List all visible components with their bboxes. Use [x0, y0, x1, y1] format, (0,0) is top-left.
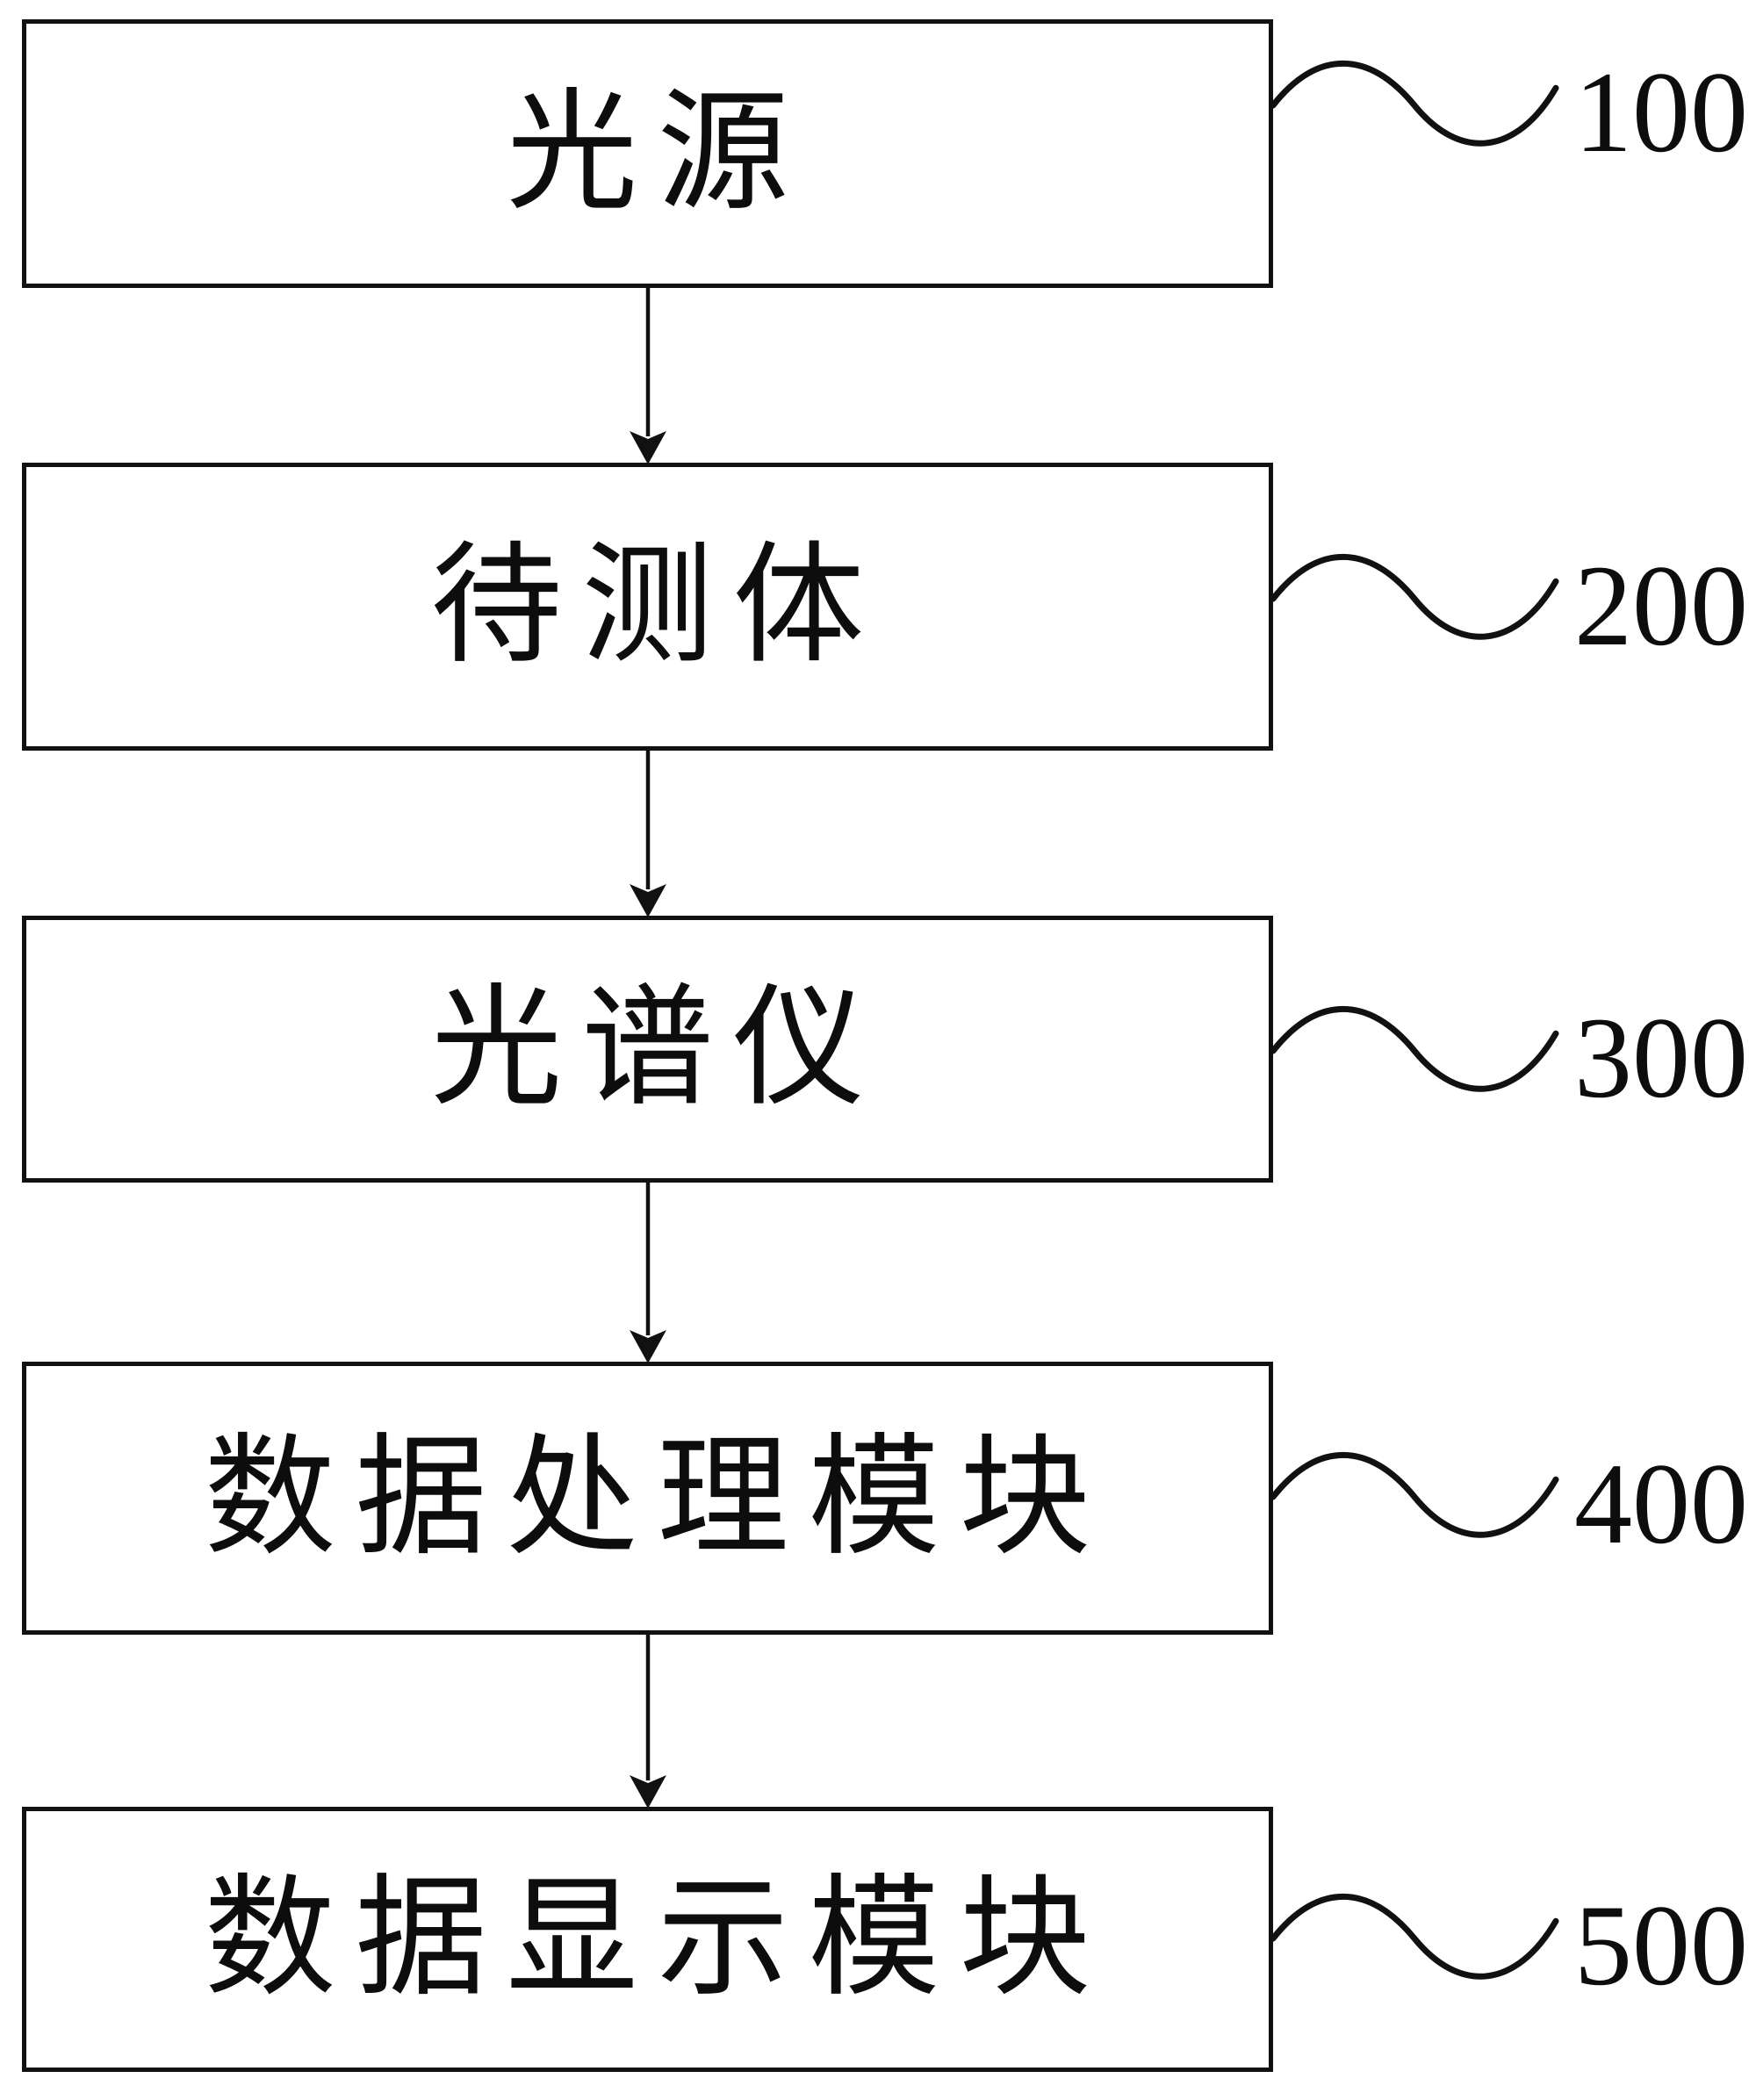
arrow-400-500 [630, 1635, 666, 1809]
node-box-data-processing-module[interactable]: 数据处理模块 [22, 1362, 1273, 1635]
leader-line-400 [1270, 1452, 1559, 1538]
reference-number-500: 500 [1574, 1881, 1748, 2010]
node-label-sample: 待测体 [430, 534, 884, 680]
reference-number-300: 300 [1574, 993, 1748, 1122]
node-box-sample[interactable]: 待测体 [22, 463, 1273, 751]
arrowhead-icon [630, 431, 666, 464]
node-label-data-processing-module: 数据处理模块 [204, 1425, 1111, 1571]
node-label-spectrometer: 光谱仪 [430, 976, 884, 1122]
node-label-light-source: 光源 [506, 81, 809, 227]
reference-number-400: 400 [1574, 1439, 1748, 1568]
leader-line-200 [1270, 554, 1559, 640]
arrow-200-300 [630, 751, 666, 917]
reference-number-100: 100 [1574, 47, 1748, 176]
node-box-data-display-module[interactable]: 数据显示模块 [22, 1807, 1273, 2072]
leader-line-500 [1270, 1894, 1559, 1980]
reference-number-200: 200 [1574, 541, 1748, 670]
leader-line-100 [1270, 61, 1559, 147]
node-box-light-source[interactable]: 光源 [22, 19, 1273, 288]
node-box-spectrometer[interactable]: 光谱仪 [22, 916, 1273, 1183]
arrowhead-icon [630, 1330, 666, 1363]
arrowhead-icon [630, 1775, 666, 1809]
leader-line-300 [1270, 1006, 1559, 1092]
node-label-data-display-module: 数据显示模块 [204, 1866, 1111, 2012]
arrow-300-400 [630, 1183, 666, 1363]
arrow-100-200 [630, 288, 666, 464]
arrowhead-icon [630, 884, 666, 917]
